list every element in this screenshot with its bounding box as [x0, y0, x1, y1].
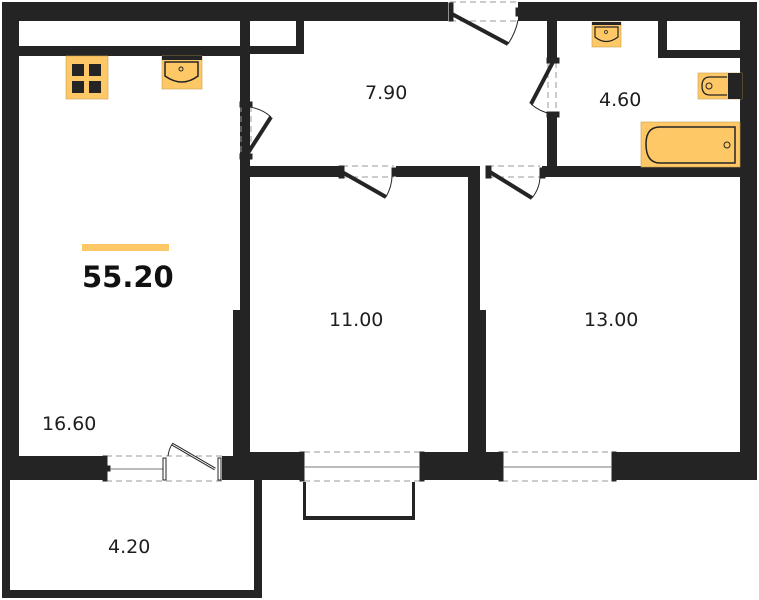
bathroom-door[interactable] [529, 57, 560, 118]
room-area-bedroom-2: 13.00 [584, 309, 638, 331]
room-area-kitchen-living: 16.60 [42, 413, 96, 435]
room-area-balcony: 4.20 [108, 536, 150, 558]
openings [102, 1, 617, 482]
bedroom-1-door[interactable] [338, 165, 398, 199]
toilet-icon [697, 72, 743, 100]
room-area-bathroom: 4.60 [599, 89, 641, 111]
total-area: 55.20 [82, 260, 174, 294]
bedroom-1-window [299, 451, 425, 482]
balcony-door[interactable] [102, 442, 222, 482]
room-area-hall: 7.90 [365, 82, 407, 104]
bathtub-icon [640, 121, 741, 168]
kitchen-sink-icon [161, 55, 203, 90]
washbasin-icon [591, 21, 622, 48]
room-area-bedroom-1: 11.00 [329, 309, 383, 331]
bedroom-2-door[interactable] [485, 165, 546, 200]
kitchen-door[interactable] [239, 101, 273, 160]
total-area-accent-bar [82, 244, 169, 251]
bedroom-2-window [498, 451, 617, 482]
entrance-door[interactable] [448, 1, 521, 46]
stove-icon [65, 55, 109, 100]
